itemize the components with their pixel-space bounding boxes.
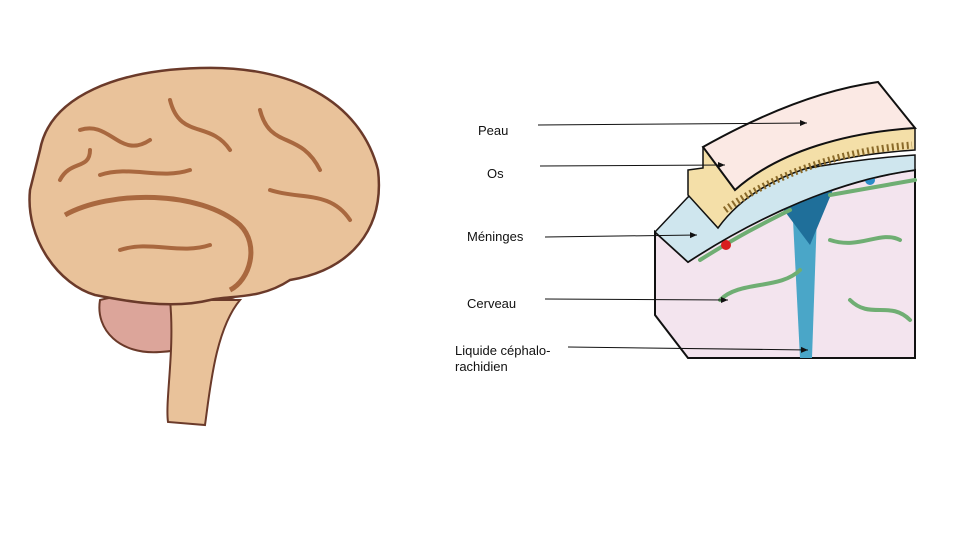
arrow-brain [544,296,729,303]
label-brain: Cerveau [467,296,517,311]
skin-layer [701,80,917,192]
arrow-bone [539,162,726,169]
arrow-csf [567,346,809,353]
cerebrum [28,66,381,306]
label-csf-line2: rachidien [455,359,508,374]
brain-illustration [28,66,381,427]
label-bone: Os [487,166,504,181]
arrow-meninges [544,232,698,239]
label-csf-line1: Liquide céphalo- [455,343,551,358]
cross-section-illustration [653,80,917,359]
arrow-skin [537,120,808,127]
label-meninges: Méninges [467,229,524,244]
label-skin: Peau [478,123,509,138]
brainstem [166,299,243,427]
